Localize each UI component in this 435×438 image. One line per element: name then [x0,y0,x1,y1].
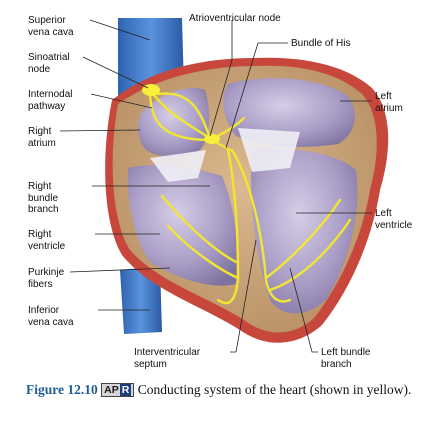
leader-lines [59,19,372,353]
figure-number: Figure 12.10 [26,382,98,397]
tricuspid-valve [150,150,206,182]
right-ventricle-chamber [127,165,238,286]
inferior-vena-cava [120,266,162,334]
sinoatrial-node [142,84,160,96]
label-atrioventricular-node: Atrioventricular node [189,13,281,24]
left-ventricle-chamber [250,148,358,314]
mitral-valve [238,128,300,172]
label-bundle-of-his: Bundle of His [291,38,351,49]
caption-text: Conducting system of the heart (shown in… [137,382,412,397]
atrioventricular-node [204,134,220,144]
conduction-system [148,88,352,305]
